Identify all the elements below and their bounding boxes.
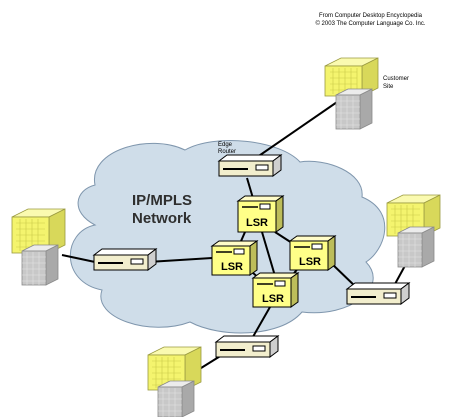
customer-site-label: Customer Site [383,76,411,90]
lsr-label-4: LSR [262,293,284,305]
lsr-label-2: LSR [221,261,243,273]
link-edge-left-lsr2 [147,257,213,263]
link-lsr1-lsr4 [261,231,276,277]
edge-router-right [345,282,411,305]
edge-router-top [217,154,283,177]
copyright-credit: From Computer Desktop Encyclopedia © 200… [288,12,453,28]
edge-router-bottom [214,335,280,358]
network-label: IP/MPLS Network [132,192,196,227]
lsr-node-1: LSR [236,195,285,233]
lsr-node-2: LSR [210,240,259,276]
edge-router-left [92,248,158,271]
credit-line-1: From Computer Desktop Encyclopedia [318,13,423,19]
lsr-label-1: LSR [246,217,268,229]
network-label-line-1: IP/MPLS [132,192,192,209]
link-edge-left-customer [61,254,96,263]
lsr-node-4: LSR [251,272,300,308]
customer-site-label-line-1: Customer [383,76,409,82]
customer-site-top [324,57,379,130]
credit-line-2: © 2003 The Computer Language Co. Inc. [315,21,426,27]
customer-site-right [386,194,441,268]
lsr-label-3: LSR [299,256,321,268]
network-label-line-2: Network [132,210,192,227]
link-customer-top-edge [249,99,341,163]
edge-router-label-line-1: Edge [218,142,233,148]
lsr-node-3: LSR [288,235,337,271]
customer-site-left [11,208,66,286]
edge-router-label: Edge Router [218,142,236,155]
edge-router-label-line-2: Router [218,149,236,155]
customer-site-bottom [147,346,202,417]
customer-site-label-line-2: Site [383,84,394,90]
